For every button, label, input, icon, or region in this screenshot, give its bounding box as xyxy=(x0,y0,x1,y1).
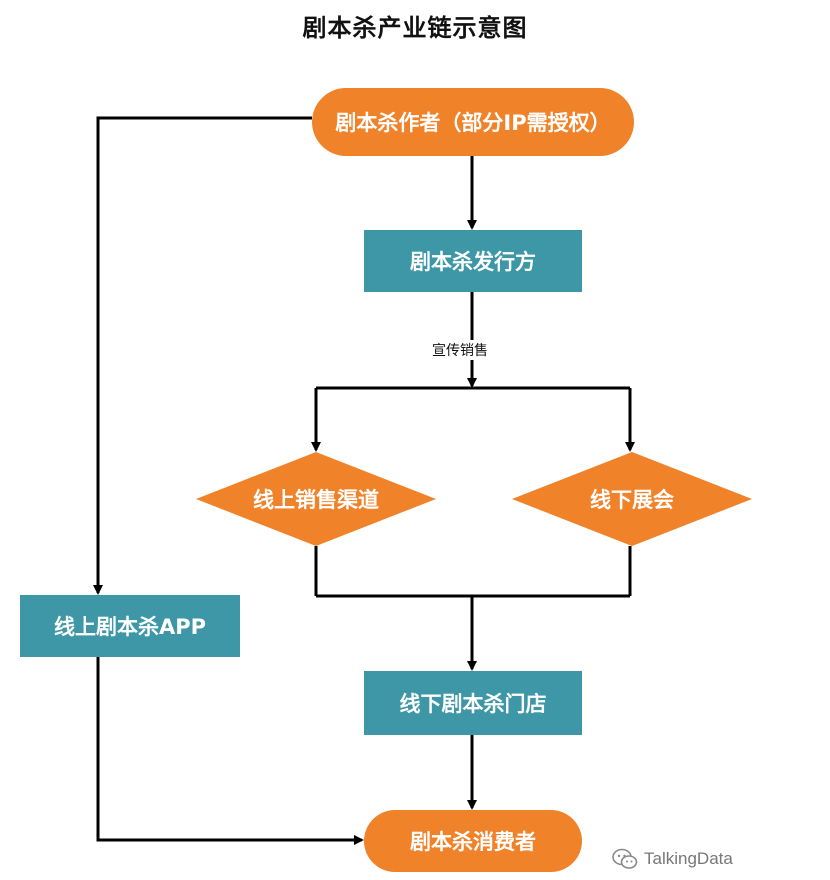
node-online-app: 线上剧本杀APP xyxy=(20,595,240,657)
node-online-sales-label: 线上销售渠道 xyxy=(253,488,379,512)
edge-author-app xyxy=(93,116,312,595)
node-author: 剧本杀作者（部分IP需授权） xyxy=(312,88,634,156)
edge-app-consumer xyxy=(96,657,364,845)
watermark-text: TalkingData xyxy=(644,849,733,868)
node-publisher: 剧本杀发行方 xyxy=(364,230,582,292)
node-offline-store: 线下剧本杀门店 xyxy=(364,671,582,735)
diagram-title: 剧本杀产业链示意图 xyxy=(302,14,528,42)
edge-label-promotion: 宣传销售 xyxy=(430,340,490,360)
node-consumer: 剧本杀消费者 xyxy=(364,810,582,872)
watermark: TalkingData xyxy=(612,848,733,870)
node-offline-expo-label: 线下展会 xyxy=(590,488,674,512)
wechat-icon xyxy=(612,848,638,869)
